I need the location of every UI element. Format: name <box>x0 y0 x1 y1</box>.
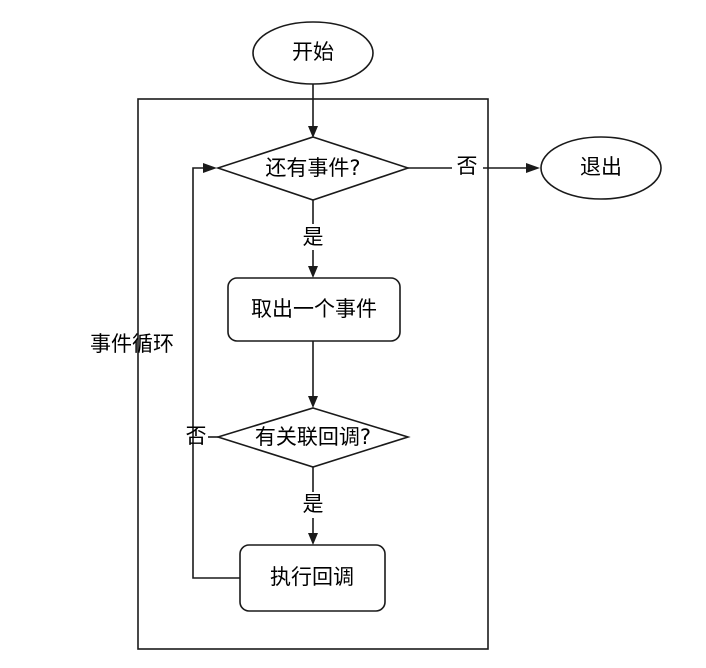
step-take-event-label: 取出一个事件 <box>251 297 377 321</box>
start-ellipse <box>252 21 374 85</box>
exit-node: 退出 <box>540 136 662 200</box>
arrowhead <box>308 396 318 408</box>
edge-label-no: 否 <box>457 154 478 178</box>
edge-label-no: 否 <box>186 424 207 448</box>
event-loop-label: 事件循环 <box>90 332 174 356</box>
arrowhead <box>308 533 318 545</box>
edge-label-yes: 是 <box>303 492 324 516</box>
decision-diamond <box>215 136 411 201</box>
process-box <box>227 277 401 342</box>
connectors <box>192 84 540 579</box>
decision-has-event-label: 还有事件? <box>265 156 360 180</box>
start-node: 开始 <box>252 21 374 85</box>
arrowhead <box>526 163 540 173</box>
step-execute-callback-label: 执行回调 <box>270 565 354 589</box>
arrowhead <box>308 126 318 138</box>
edge-loop-back <box>192 167 240 579</box>
exit-label: 退出 <box>580 155 622 179</box>
decision-diamond <box>215 407 411 468</box>
process-box <box>239 544 386 612</box>
arrowhead <box>308 266 318 278</box>
start-label: 开始 <box>292 40 334 64</box>
decision-has-callback: 有关联回调? <box>215 407 411 468</box>
decision-has-event: 还有事件? <box>215 136 411 201</box>
exit-ellipse <box>540 136 662 200</box>
arrowhead <box>203 163 217 173</box>
step-execute-callback: 执行回调 <box>239 544 386 612</box>
step-take-event: 取出一个事件 <box>227 277 401 342</box>
decision-has-callback-label: 有关联回调? <box>255 425 371 449</box>
edge-label-yes: 是 <box>303 225 324 249</box>
